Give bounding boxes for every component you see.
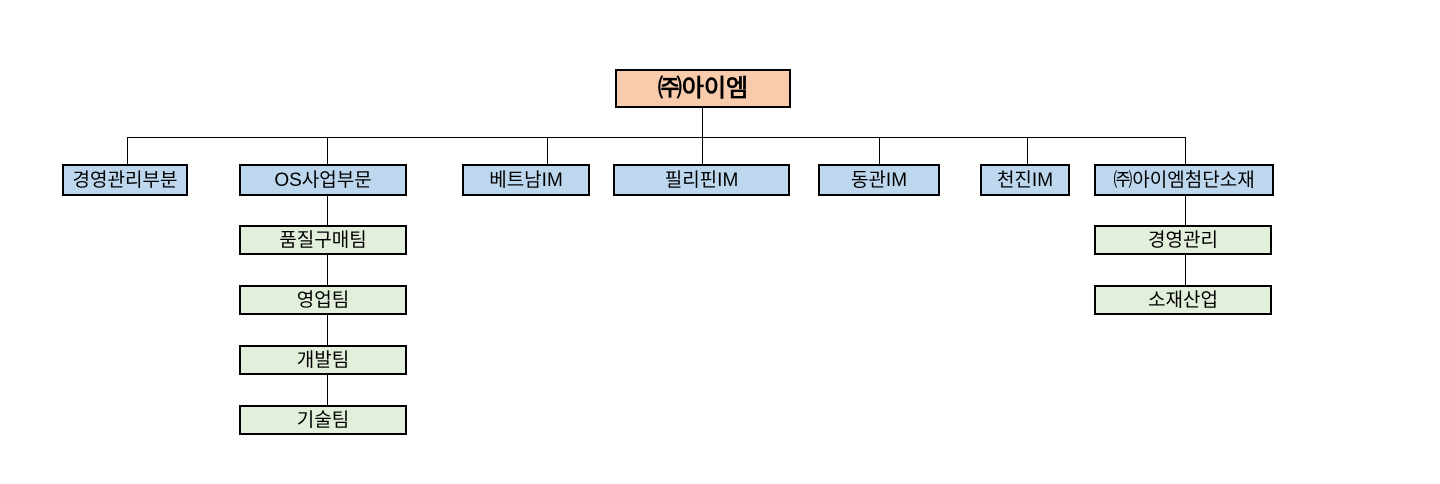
connector-adv-team-2: [1185, 255, 1186, 285]
node-philippines-im: 필리핀IM: [613, 164, 790, 196]
node-management-admin-division: 경영관리부분: [62, 164, 188, 196]
node-vietnam-im: 베트남IM: [462, 164, 590, 196]
connector-os-team-4: [327, 375, 328, 405]
node-label: 경영관리: [1148, 229, 1218, 251]
node-label: 영업팀: [296, 289, 350, 311]
node-dongguan-im: 동관IM: [818, 164, 940, 196]
connector-os-team-2: [327, 255, 328, 285]
connector-drop-division-3: [547, 137, 548, 164]
node-label: 베트남IM: [489, 169, 563, 191]
node-sales-team: 영업팀: [239, 285, 407, 315]
node-label: 품질구매팀: [279, 229, 367, 251]
node-os-business-division: OS사업부문: [239, 164, 407, 196]
node-label: 필리핀IM: [664, 169, 739, 191]
connector-root-drop: [702, 108, 703, 137]
node-materials-industry-team: 소재산업: [1094, 285, 1272, 315]
node-label: 경영관리부분: [72, 169, 178, 191]
node-label: 기술팀: [296, 409, 350, 431]
connector-adv-team-1: [1185, 196, 1186, 225]
node-management-admin-team: 경영관리: [1094, 225, 1272, 255]
connector-drop-division-6: [1027, 137, 1028, 164]
node-im-holdings-root: ㈜아이엠: [615, 69, 791, 108]
connector-drop-division-5: [879, 137, 880, 164]
node-development-team: 개발팀: [239, 345, 407, 375]
node-tianjin-im: 천진IM: [980, 164, 1070, 196]
connector-drop-division-4: [702, 137, 703, 164]
node-quality-purchasing-team: 품질구매팀: [239, 225, 407, 255]
connector-drop-division-2: [327, 137, 328, 164]
connector-bus: [127, 137, 1186, 138]
connector-drop-division-1: [127, 137, 128, 164]
node-label: 소재산업: [1148, 289, 1218, 311]
connector-drop-division-7: [1185, 137, 1186, 164]
node-label: ㈜아이엠: [657, 74, 749, 102]
node-label: 개발팀: [296, 349, 350, 371]
connector-os-team-3: [327, 315, 328, 345]
node-label: 동관IM: [850, 169, 908, 191]
node-engineering-team: 기술팀: [239, 405, 407, 435]
node-label: 천진IM: [996, 169, 1054, 191]
node-im-advanced-materials: ㈜아이엠첨단소재: [1094, 164, 1274, 196]
node-label: OS사업부문: [274, 169, 372, 191]
node-label: ㈜아이엠첨단소재: [1113, 169, 1255, 191]
connector-os-team-1: [327, 196, 328, 225]
